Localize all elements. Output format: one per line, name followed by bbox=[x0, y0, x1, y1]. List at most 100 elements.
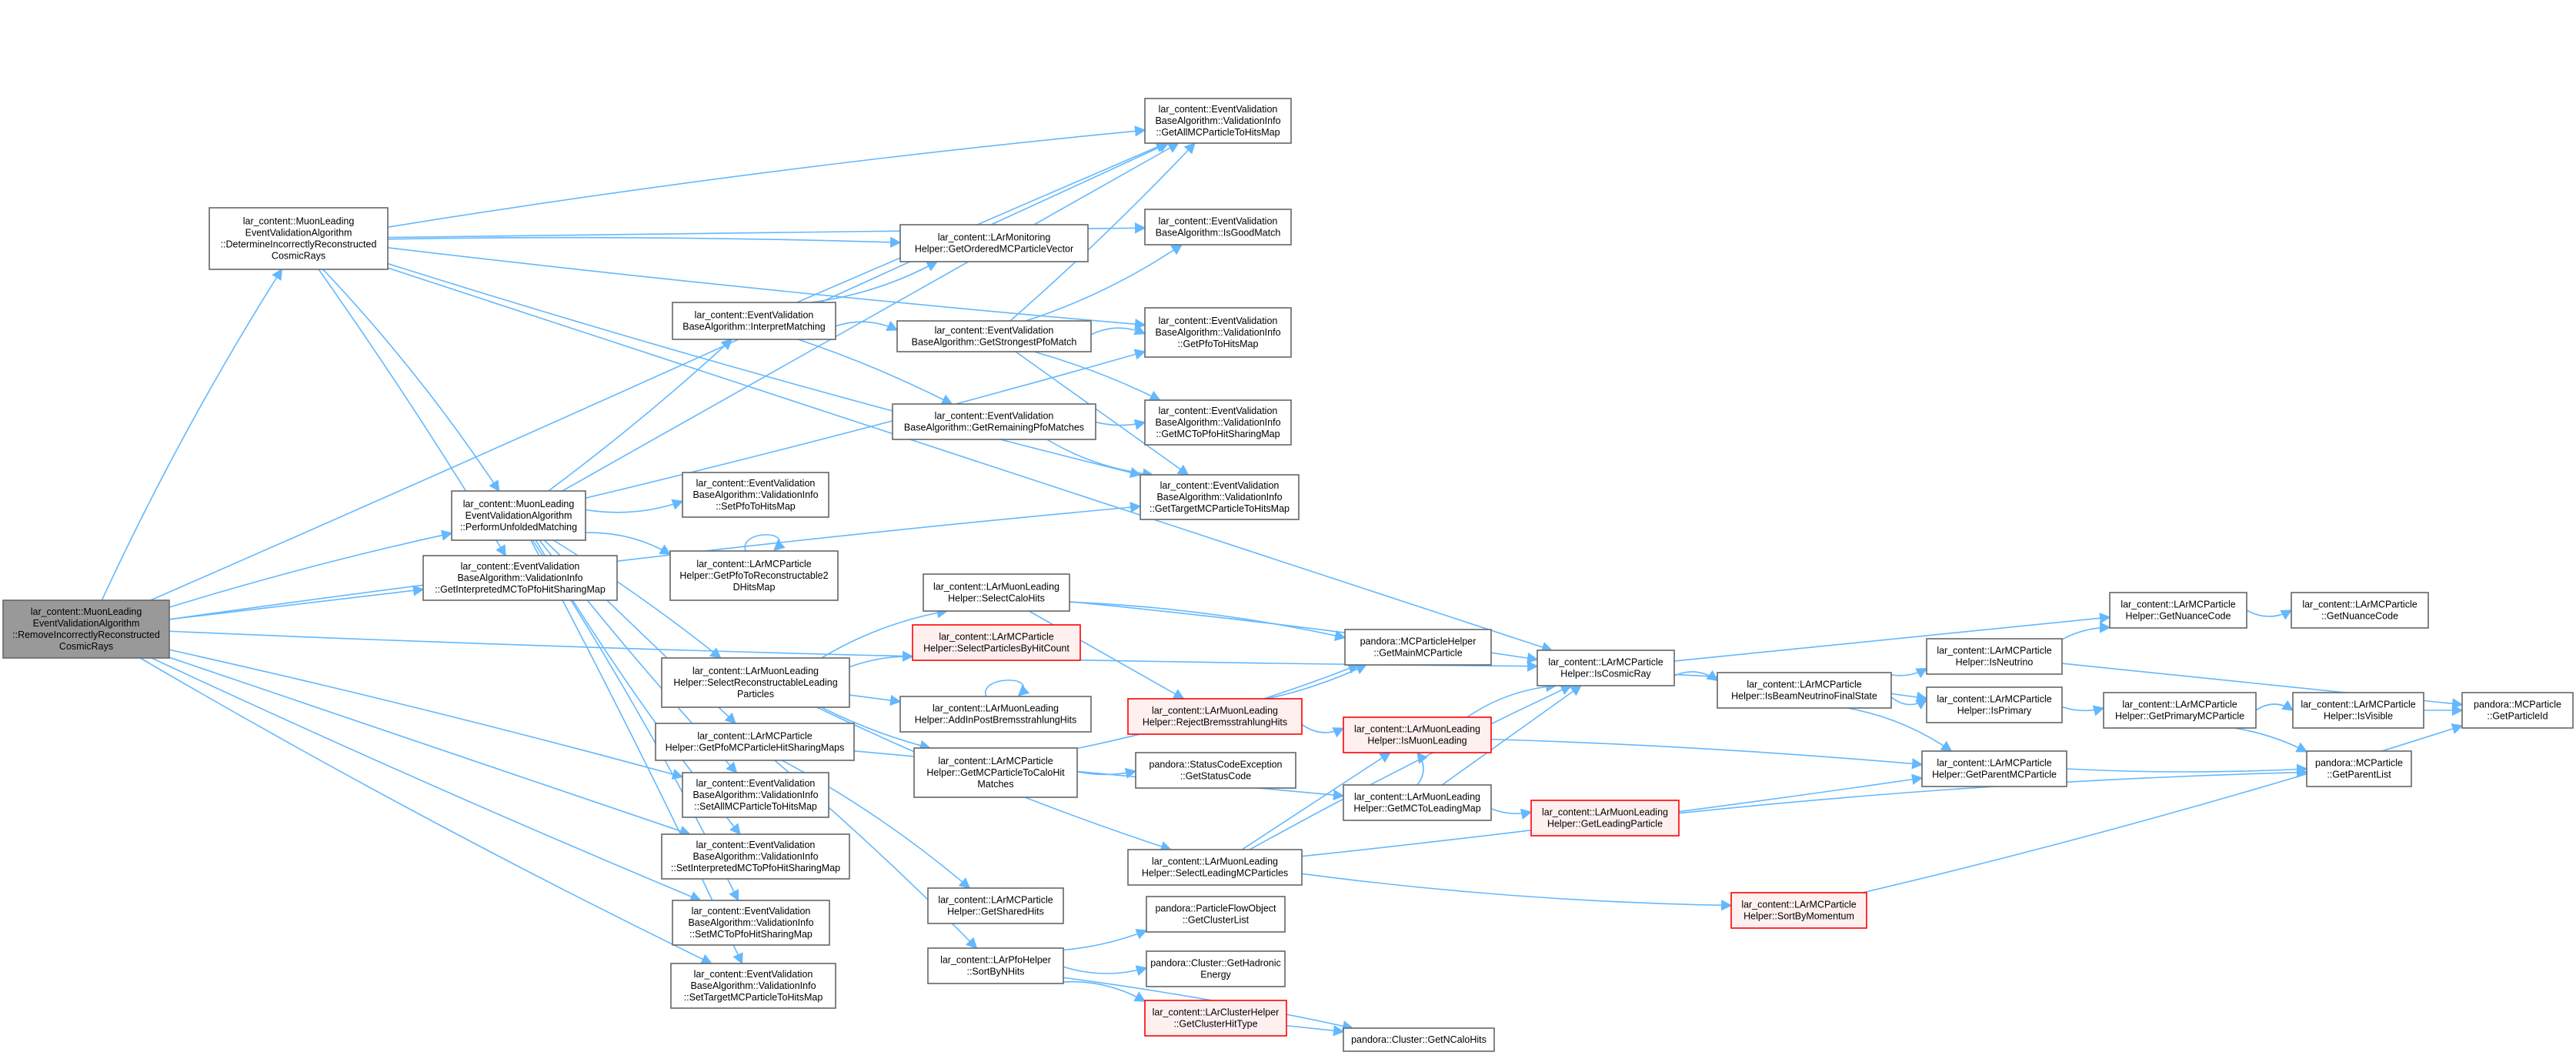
node-box[interactable] bbox=[912, 624, 1081, 661]
node-box[interactable] bbox=[1144, 98, 1292, 144]
graph-node-setAllMC[interactable]: lar_content::EventValidationBaseAlgorith… bbox=[682, 772, 829, 818]
node-box[interactable] bbox=[672, 900, 830, 946]
node-box[interactable] bbox=[1717, 672, 1892, 709]
graph-node-getPfoToReco[interactable]: lar_content::LArMCParticleHelper::GetPfo… bbox=[669, 550, 839, 601]
node-box[interactable] bbox=[1921, 750, 2067, 787]
node-box[interactable] bbox=[451, 490, 586, 541]
node-box[interactable] bbox=[672, 302, 836, 340]
node-box[interactable] bbox=[1144, 209, 1292, 245]
node-box[interactable] bbox=[661, 833, 850, 880]
graph-node-selectByHitCount[interactable]: lar_content::LArMCParticleHelper::Select… bbox=[912, 624, 1081, 661]
graph-node-getSharedHits[interactable]: lar_content::LArMCParticleHelper::GetSha… bbox=[927, 887, 1064, 924]
graph-node-isCosmicRay[interactable]: lar_content::LArMCParticleHelper::IsCosm… bbox=[1537, 650, 1675, 686]
graph-node-isPrimary[interactable]: lar_content::LArMCParticleHelper::IsPrim… bbox=[1926, 686, 2063, 723]
node-box[interactable] bbox=[899, 224, 1089, 262]
graph-node-getMCToCalo[interactable]: lar_content::LArMCParticleHelper::GetMCP… bbox=[913, 747, 1078, 798]
node-box[interactable] bbox=[2109, 592, 2247, 629]
node-box[interactable] bbox=[2, 599, 170, 659]
graph-node-getMCToLeading[interactable]: lar_content::LArMuonLeadingHelper::GetMC… bbox=[1343, 784, 1492, 821]
graph-node-getTargetMC[interactable]: lar_content::EventValidationBaseAlgorith… bbox=[1140, 474, 1300, 520]
node-box[interactable] bbox=[1140, 474, 1300, 520]
graph-node-getClusterHitType[interactable]: lar_content::LArClusterHelper::GetCluste… bbox=[1144, 1000, 1287, 1037]
node-box[interactable] bbox=[1344, 629, 1492, 666]
graph-node-getInterpretedMap[interactable]: lar_content::EventValidationBaseAlgorith… bbox=[422, 555, 618, 601]
node-box[interactable] bbox=[1144, 307, 1292, 358]
node-box[interactable] bbox=[670, 963, 836, 1009]
node-box[interactable] bbox=[1343, 784, 1492, 821]
graph-node-rejectBrems[interactable]: lar_content::LArMuonLeadingHelper::Rejec… bbox=[1127, 698, 1303, 735]
node-box[interactable] bbox=[1926, 638, 2063, 675]
graph-node-getMCToPfo[interactable]: lar_content::EventValidationBaseAlgorith… bbox=[1144, 399, 1292, 446]
graph-node-getParentMC[interactable]: lar_content::LArMCParticleHelper::GetPar… bbox=[1921, 750, 2067, 787]
graph-node-getOrderedMC[interactable]: lar_content::LArMonitoringHelper::GetOrd… bbox=[899, 224, 1089, 262]
node-box[interactable] bbox=[2306, 750, 2412, 787]
graph-node-selectRecoLeading[interactable]: lar_content::LArMuonLeadingHelper::Selec… bbox=[661, 657, 850, 708]
node-box[interactable] bbox=[1144, 399, 1292, 446]
node-box[interactable] bbox=[1530, 800, 1680, 837]
node-box[interactable] bbox=[927, 947, 1064, 984]
node-box[interactable] bbox=[1343, 1027, 1495, 1052]
node-box[interactable] bbox=[899, 696, 1092, 733]
graph-node-interpretMatching[interactable]: lar_content::EventValidationBaseAlgorith… bbox=[672, 302, 836, 340]
graph-node-getPrimaryMC[interactable]: lar_content::LArMCParticleHelper::GetPri… bbox=[2103, 692, 2257, 729]
node-box[interactable] bbox=[1127, 849, 1303, 886]
node-box[interactable] bbox=[1144, 1000, 1287, 1037]
graph-node-perform[interactable]: lar_content::MuonLeadingEventValidationA… bbox=[451, 490, 586, 541]
node-box[interactable] bbox=[1730, 892, 1867, 929]
graph-node-isVisible[interactable]: lar_content::LArMCParticleHelper::IsVisi… bbox=[2292, 692, 2424, 729]
graph-node-getParticleId[interactable]: pandora::MCParticle::GetParticleId bbox=[2461, 692, 2574, 729]
node-box[interactable] bbox=[661, 657, 850, 708]
graph-node-getPfoMCSharing[interactable]: lar_content::LArMCParticleHelper::GetPfo… bbox=[655, 723, 855, 761]
node-box[interactable] bbox=[892, 403, 1096, 440]
graph-node-setInterpreted[interactable]: lar_content::EventValidationBaseAlgorith… bbox=[661, 833, 850, 880]
node-box[interactable] bbox=[2291, 592, 2429, 629]
graph-node-getNuanceCodeHelper[interactable]: lar_content::LArMCParticleHelper::GetNua… bbox=[2109, 592, 2247, 629]
graph-node-determine[interactable]: lar_content::MuonLeadingEventValidationA… bbox=[209, 207, 389, 270]
node-box[interactable] bbox=[1127, 698, 1303, 735]
node-box[interactable] bbox=[913, 747, 1078, 798]
graph-node-setTargetMC[interactable]: lar_content::EventValidationBaseAlgorith… bbox=[670, 963, 836, 1009]
node-box[interactable] bbox=[923, 573, 1070, 612]
node-box[interactable] bbox=[927, 887, 1064, 924]
node-box[interactable] bbox=[2461, 692, 2574, 729]
node-box[interactable] bbox=[422, 555, 618, 601]
node-box[interactable] bbox=[669, 550, 839, 601]
node-box[interactable] bbox=[2292, 692, 2424, 729]
node-box[interactable] bbox=[2103, 692, 2257, 729]
graph-node-selectLeadingMC[interactable]: lar_content::LArMuonLeadingHelper::Selec… bbox=[1127, 849, 1303, 886]
node-box[interactable] bbox=[896, 320, 1092, 352]
graph-node-selectCaloHits[interactable]: lar_content::LArMuonLeadingHelper::Selec… bbox=[923, 573, 1070, 612]
graph-node-getParentList[interactable]: pandora::MCParticle::GetParentList bbox=[2306, 750, 2412, 787]
graph-node-getStrongest[interactable]: lar_content::EventValidationBaseAlgorith… bbox=[896, 320, 1092, 352]
node-box[interactable] bbox=[1146, 950, 1286, 987]
graph-node-isMuonLeading[interactable]: lar_content::LArMuonLeadingHelper::IsMuo… bbox=[1343, 716, 1492, 753]
node-box[interactable] bbox=[1135, 752, 1296, 789]
node-box[interactable] bbox=[209, 207, 389, 270]
graph-node-setPfoToHits[interactable]: lar_content::EventValidationBaseAlgorith… bbox=[682, 472, 829, 518]
graph-node-isGoodMatch[interactable]: lar_content::EventValidationBaseAlgorith… bbox=[1144, 209, 1292, 245]
node-box[interactable] bbox=[655, 723, 855, 761]
node-box[interactable] bbox=[1537, 650, 1675, 686]
node-box[interactable] bbox=[1146, 896, 1286, 933]
node-box[interactable] bbox=[682, 472, 829, 518]
node-box[interactable] bbox=[1926, 686, 2063, 723]
graph-node-getClusterList[interactable]: pandora::ParticleFlowObject::GetClusterL… bbox=[1146, 896, 1286, 933]
graph-node-getPfoToHits[interactable]: lar_content::EventValidationBaseAlgorith… bbox=[1144, 307, 1292, 358]
node-box[interactable] bbox=[682, 772, 829, 818]
graph-node-setMCToPfo[interactable]: lar_content::EventValidationBaseAlgorith… bbox=[672, 900, 830, 946]
graph-node-addInPost[interactable]: lar_content::LArMuonLeadingHelper::AddIn… bbox=[899, 696, 1092, 733]
graph-node-getNuanceCode[interactable]: lar_content::LArMCParticle::GetNuanceCod… bbox=[2291, 592, 2429, 629]
graph-node-getStatusCode[interactable]: pandora::StatusCodeException::GetStatusC… bbox=[1135, 752, 1296, 789]
graph-node-sortByMomentum[interactable]: lar_content::LArMCParticleHelper::SortBy… bbox=[1730, 892, 1867, 929]
graph-node-sortByNHits[interactable]: lar_content::LArPfoHelper::SortByNHits bbox=[927, 947, 1064, 984]
graph-node-root[interactable]: lar_content::MuonLeadingEventValidationA… bbox=[2, 599, 170, 659]
graph-node-getAllMCToHits[interactable]: lar_content::EventValidationBaseAlgorith… bbox=[1144, 98, 1292, 144]
graph-node-getNCaloHits[interactable]: pandora::Cluster::GetNCaloHits bbox=[1343, 1027, 1495, 1052]
graph-node-isNeutrino[interactable]: lar_content::LArMCParticleHelper::IsNeut… bbox=[1926, 638, 2063, 675]
node-box[interactable] bbox=[1343, 716, 1492, 753]
graph-node-getRemaining[interactable]: lar_content::EventValidationBaseAlgorith… bbox=[892, 403, 1096, 440]
graph-node-isBeamNeutrino[interactable]: lar_content::LArMCParticleHelper::IsBeam… bbox=[1717, 672, 1892, 709]
graph-node-getLeadingParticle[interactable]: lar_content::LArMuonLeadingHelper::GetLe… bbox=[1530, 800, 1680, 837]
graph-node-getMainMC[interactable]: pandora::MCParticleHelper::GetMainMCPart… bbox=[1344, 629, 1492, 666]
